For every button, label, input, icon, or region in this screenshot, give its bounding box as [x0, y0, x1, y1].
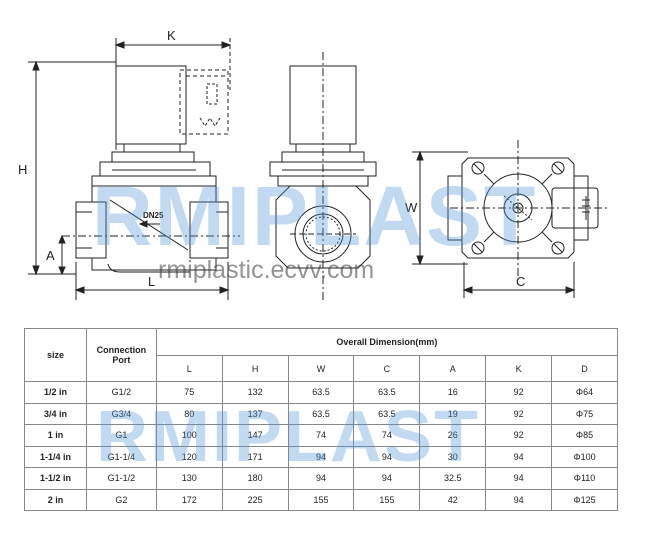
front-view	[269, 52, 377, 300]
cell-dimension-w: 63.5	[287, 381, 355, 404]
cell-port: G1-1/2	[85, 467, 157, 490]
cell-dimension-k: 94	[485, 467, 553, 490]
cell-dimension-k: 92	[485, 424, 553, 447]
cell-dimension-d: Φ125	[551, 488, 618, 511]
cell-dimension-a: 42	[419, 488, 487, 511]
cell-dimension-a: 19	[419, 402, 487, 425]
cell-size: 3/4 in	[24, 402, 87, 425]
header-connection-port: Connection Port	[85, 328, 157, 382]
cell-dimension-l: 172	[155, 488, 223, 511]
cell-dimension-d: Φ85	[551, 424, 618, 447]
valve-technical-drawing: K H A L W C DN25	[18, 28, 610, 300]
cell-dimension-l: 75	[155, 381, 223, 404]
cell-dimension-d: Φ110	[551, 467, 618, 490]
dim-label-l: L	[148, 274, 155, 289]
cell-dimension-l: 80	[155, 402, 223, 425]
cell-dimension-c: 63.5	[353, 381, 421, 404]
header-dim: L	[155, 355, 223, 382]
cell-dimension-a: 32.5	[419, 467, 487, 490]
dim-label-c: C	[516, 274, 525, 289]
cell-dimension-a: 26	[419, 424, 487, 447]
cell-size: 1-1/4 in	[24, 445, 87, 468]
cell-dimension-l: 120	[155, 445, 223, 468]
cell-dimension-d: Φ64	[551, 381, 618, 404]
header-size: size	[24, 328, 87, 382]
header-dim: A	[419, 355, 487, 382]
cell-dimension-c: 94	[353, 467, 421, 490]
cell-dimension-w: 74	[287, 424, 355, 447]
cell-dimension-k: 92	[485, 381, 553, 404]
flow-direction-label: DN25	[143, 211, 164, 220]
cell-dimension-h: 132	[221, 381, 289, 404]
cell-dimension-h: 180	[221, 467, 289, 490]
cell-dimension-c: 63.5	[353, 402, 421, 425]
cell-dimension-l: 100	[155, 424, 223, 447]
dim-label-a: A	[46, 248, 55, 263]
top-view	[412, 140, 610, 298]
cell-dimension-k: 94	[485, 445, 553, 468]
cell-dimension-w: 155	[287, 488, 355, 511]
cell-dimension-a: 16	[419, 381, 487, 404]
header-dim: K	[485, 355, 553, 382]
dimension-table: size Connection Port Overall Dimension(m…	[24, 328, 619, 511]
cell-dimension-k: 94	[485, 488, 553, 511]
cell-dimension-h: 225	[221, 488, 289, 511]
cell-dimension-h: 147	[221, 424, 289, 447]
cell-dimension-c: 94	[353, 445, 421, 468]
cell-dimension-w: 94	[287, 467, 355, 490]
cell-port: G1-1/4	[85, 445, 157, 468]
cell-port: G2	[85, 488, 157, 511]
cell-dimension-h: 137	[221, 402, 289, 425]
cell-dimension-d: Φ100	[551, 445, 618, 468]
header-dim: C	[353, 355, 421, 382]
dim-label-h: H	[18, 162, 27, 177]
cell-dimension-a: 30	[419, 445, 487, 468]
cell-dimension-l: 130	[155, 467, 223, 490]
cell-size: 1 in	[24, 424, 87, 447]
cell-port: G3/4	[85, 402, 157, 425]
cell-size: 1/2 in	[24, 381, 87, 404]
cell-size: 1-1/2 in	[24, 467, 87, 490]
cell-dimension-c: 155	[353, 488, 421, 511]
cell-dimension-c: 74	[353, 424, 421, 447]
cell-dimension-h: 171	[221, 445, 289, 468]
dim-label-w: W	[405, 200, 418, 215]
cell-dimension-w: 94	[287, 445, 355, 468]
dim-label-k: K	[167, 28, 176, 43]
cell-dimension-k: 92	[485, 402, 553, 425]
cell-dimension-w: 63.5	[287, 402, 355, 425]
header-overall-dimension: Overall Dimension(mm)	[155, 328, 619, 356]
header-dim: W	[287, 355, 355, 382]
cell-port: G1/2	[85, 381, 157, 404]
side-view	[28, 38, 240, 300]
header-dim: D	[551, 355, 618, 382]
cell-size: 2 in	[24, 488, 87, 511]
cell-dimension-d: Φ75	[551, 402, 618, 425]
header-dim: H	[221, 355, 289, 382]
cell-port: G1	[85, 424, 157, 447]
